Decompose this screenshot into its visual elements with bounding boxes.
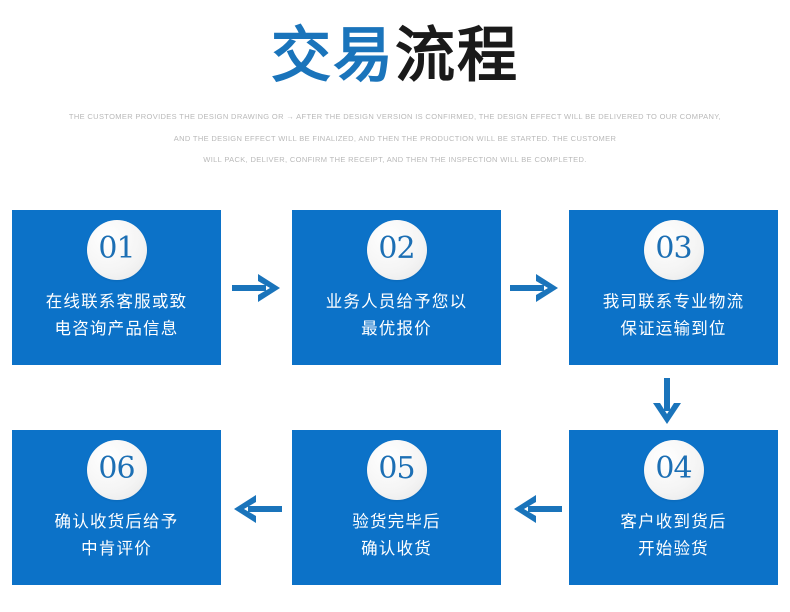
step-badge-04: 04: [643, 440, 704, 500]
step-number-01: 01: [98, 231, 135, 266]
step-text-01-line1: 在线联系客服或致: [45, 293, 188, 311]
step-card-03: 03 我司联系专业物流 保证运输到位: [569, 210, 778, 365]
step-number-05: 05: [378, 451, 415, 486]
step-number-02: 02: [378, 231, 415, 266]
arrow-down-icon-03-to-04: [651, 378, 683, 426]
step-card-06: 06 确认收货后给予 中肯评价: [12, 430, 221, 585]
arrow-left-icon-05-to-06: [232, 493, 282, 525]
step-text-06-line2: 中肯评价: [81, 540, 152, 558]
step-text-06-line1: 确认收货后给予: [54, 513, 179, 531]
step-text-04-line2: 开始验货: [638, 540, 709, 558]
step-text-05: 验货完毕后 确认收货: [352, 509, 441, 563]
step-text-03-line1: 我司联系专业物流: [602, 293, 745, 311]
step-number-04: 04: [655, 451, 692, 486]
step-text-05-line2: 确认收货: [361, 540, 432, 558]
step-badge-01: 01: [86, 220, 147, 280]
step-text-03: 我司联系专业物流 保证运输到位: [603, 289, 745, 343]
page-title-dark: 流程: [395, 22, 519, 89]
process-flow: 01 在线联系客服或致 电咨询产品信息 02 业务人员给予您以 最优报价 03 …: [0, 210, 790, 600]
step-text-02-line2: 最优报价: [361, 320, 432, 338]
subtitle-block: THE CUSTOMER PROVIDES THE DESIGN DRAWING…: [0, 106, 790, 171]
subtitle-line-3: WILL PACK, DELIVER, CONFIRM THE RECEIPT,…: [203, 155, 587, 164]
step-badge-05: 05: [366, 440, 427, 500]
step-text-02: 业务人员给予您以 最优报价: [326, 289, 468, 343]
step-text-03-line2: 保证运输到位: [620, 320, 727, 338]
step-card-05: 05 验货完毕后 确认收货: [292, 430, 501, 585]
step-card-02: 02 业务人员给予您以 最优报价: [292, 210, 501, 365]
step-text-05-line1: 验货完毕后: [352, 513, 441, 531]
subtitle-line-2: AND THE DESIGN EFFECT WILL BE FINALIZED,…: [173, 133, 617, 143]
arrow-left-icon-04-to-05: [512, 493, 562, 525]
step-text-02-line1: 业务人员给予您以: [325, 293, 468, 311]
step-text-06: 确认收货后给予 中肯评价: [55, 509, 179, 563]
step-number-06: 06: [98, 451, 135, 486]
page-title: 交易流程: [0, 22, 790, 90]
step-text-04: 客户收到货后 开始验货: [620, 509, 726, 563]
step-badge-03: 03: [643, 220, 704, 280]
header: 交易流程 THE CUSTOMER PROVIDES THE DESIGN DR…: [0, 0, 790, 200]
step-card-01: 01 在线联系客服或致 电咨询产品信息: [12, 210, 221, 365]
step-text-01: 在线联系客服或致 电咨询产品信息: [46, 289, 188, 343]
step-number-03: 03: [655, 231, 692, 266]
step-text-04-line1: 客户收到货后: [620, 513, 727, 531]
subtitle-line-1: THE CUSTOMER PROVIDES THE DESIGN DRAWING…: [68, 112, 722, 121]
step-badge-02: 02: [366, 220, 427, 280]
arrow-right-icon-02-to-03: [510, 272, 560, 304]
step-badge-06: 06: [86, 440, 147, 500]
step-card-04: 04 客户收到货后 开始验货: [569, 430, 778, 585]
arrow-right-icon-01-to-02: [232, 272, 282, 304]
page-title-blue: 交易: [271, 22, 395, 89]
step-text-01-line2: 电咨询产品信息: [54, 320, 179, 338]
